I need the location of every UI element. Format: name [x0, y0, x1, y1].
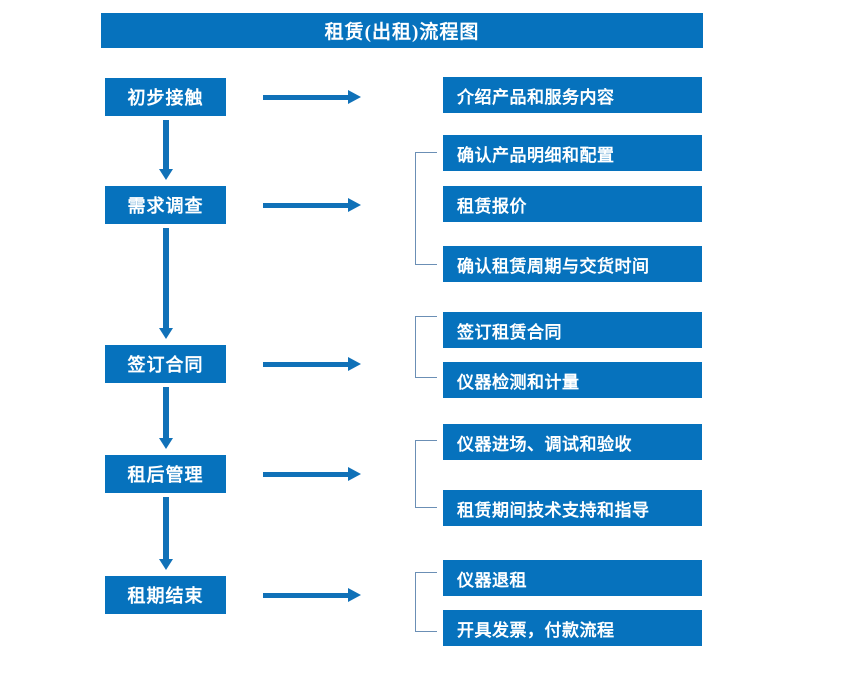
horizontal-arrow-stage-4 [263, 467, 361, 481]
bracket-group-4 [415, 440, 437, 508]
arrow-head-right-icon [348, 588, 361, 602]
arrow-shaft [263, 472, 349, 477]
detail-box-confirm-period[interactable]: 确认租赁周期与交货时间 [443, 246, 702, 282]
detail-box-confirm-spec[interactable]: 确认产品明细和配置 [443, 135, 702, 171]
stage-box-needs-survey[interactable]: 需求调查 [105, 186, 226, 224]
page-title: 租赁(出租)流程图 [101, 13, 703, 48]
stage-box-post-rental-mgmt[interactable]: 租后管理 [105, 455, 226, 493]
vertical-arrow-3-to-4 [159, 387, 173, 449]
detail-box-instrument-test[interactable]: 仪器检测和计量 [443, 362, 702, 398]
arrow-head-right-icon [348, 90, 361, 104]
arrow-shaft [163, 228, 169, 328]
horizontal-arrow-stage-3 [263, 357, 361, 371]
bracket-group-3 [415, 316, 437, 378]
arrow-shaft [163, 387, 169, 438]
detail-box-introduce-products[interactable]: 介绍产品和服务内容 [443, 77, 702, 113]
arrow-head-down-icon [159, 559, 173, 570]
vertical-arrow-2-to-3 [159, 228, 173, 339]
arrow-shaft [263, 203, 349, 208]
detail-box-tech-support[interactable]: 租赁期间技术支持和指导 [443, 490, 702, 526]
arrow-shaft [263, 95, 349, 100]
vertical-arrow-4-to-5 [159, 497, 173, 570]
detail-box-instrument-return[interactable]: 仪器退租 [443, 560, 702, 596]
detail-box-instrument-onsite[interactable]: 仪器进场、调试和验收 [443, 424, 702, 460]
vertical-arrow-1-to-2 [159, 120, 173, 180]
arrow-shaft [263, 593, 349, 598]
horizontal-arrow-stage-2 [263, 198, 361, 212]
arrow-shaft [163, 120, 169, 169]
arrow-shaft [263, 362, 349, 367]
arrow-head-right-icon [348, 467, 361, 481]
horizontal-arrow-stage-1 [263, 90, 361, 104]
bracket-group-5 [415, 572, 437, 632]
bracket-group-2 [415, 152, 437, 265]
detail-box-rental-quote[interactable]: 租赁报价 [443, 186, 702, 222]
arrow-head-right-icon [348, 198, 361, 212]
detail-box-sign-lease-contract[interactable]: 签订租赁合同 [443, 312, 702, 348]
arrow-head-down-icon [159, 328, 173, 339]
stage-box-initial-contact[interactable]: 初步接触 [105, 78, 226, 116]
stage-box-lease-end[interactable]: 租期结束 [105, 576, 226, 614]
detail-box-invoice-payment[interactable]: 开具发票，付款流程 [443, 610, 702, 646]
arrow-head-right-icon [348, 357, 361, 371]
arrow-head-down-icon [159, 169, 173, 180]
arrow-head-down-icon [159, 438, 173, 449]
horizontal-arrow-stage-5 [263, 588, 361, 602]
stage-box-sign-contract[interactable]: 签订合同 [105, 345, 226, 383]
arrow-shaft [163, 497, 169, 559]
